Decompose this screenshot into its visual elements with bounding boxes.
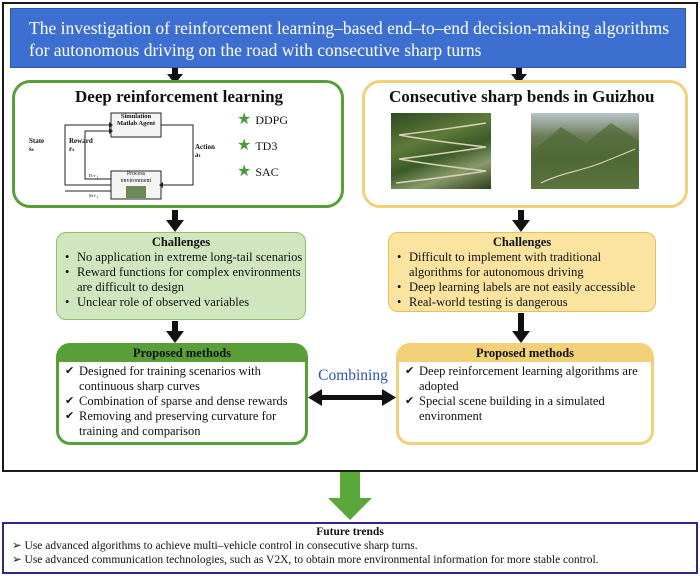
arrow-bullet-icon: ➢ bbox=[12, 540, 25, 552]
right-methods-heading: Proposed methods bbox=[398, 345, 652, 362]
right-challenge-item: Real-world testing is dangerous bbox=[397, 295, 655, 310]
right-methods-box: Proposed methods Deep reinforcement lear… bbox=[396, 343, 654, 445]
right-method-item: Deep reinforcement learning algorithms a… bbox=[405, 364, 651, 394]
winding-road-lines bbox=[395, 122, 487, 184]
algorithm-label: SAC bbox=[255, 165, 279, 179]
r-next-label: rₜ₊₁ bbox=[89, 172, 99, 179]
right-challenge-item: Difficult to implement with traditional … bbox=[397, 250, 655, 280]
left-challenge-item: Reward functions for complex environment… bbox=[65, 265, 305, 295]
left-challenge-item: No application in extreme long-tail scen… bbox=[65, 250, 305, 265]
state-label: State sₜ bbox=[29, 137, 44, 153]
left-method-item: Removing and preserving curvature for tr… bbox=[65, 409, 305, 439]
guizhou-panel-heading: Consecutive sharp bends in Guizhou bbox=[389, 87, 655, 106]
left-method-item: Combination of sparse and dense rewards bbox=[65, 394, 305, 409]
guizhou-panel: Consecutive sharp bends in Guizhou bbox=[362, 80, 688, 208]
algorithm-label: TD3 bbox=[255, 139, 278, 153]
action-label: Action aₜ bbox=[195, 143, 215, 159]
right-method-item: Special scene building in a simulated en… bbox=[405, 394, 651, 424]
action-subscript: aₜ bbox=[195, 151, 202, 159]
s-next-label: sₜ₊₁ bbox=[89, 192, 99, 199]
future-trend-text: Use advanced communication technologies,… bbox=[24, 554, 599, 566]
reward-text: Reward bbox=[69, 137, 93, 145]
state-text: State bbox=[29, 137, 45, 145]
future-trend-text: Use advanced algorithms to achieve multi… bbox=[24, 540, 418, 552]
left-methods-box: Proposed methods Designed for training s… bbox=[56, 343, 308, 445]
winding-road-photo bbox=[391, 113, 491, 189]
left-method-item: Designed for training scenarios with con… bbox=[65, 364, 305, 394]
algorithm-item: ★ DDPG bbox=[237, 109, 288, 135]
future-arrow bbox=[328, 472, 372, 520]
drl-panel-heading: Deep reinforcement learning bbox=[75, 87, 284, 106]
right-challenges-box: Challenges Difficult to implement with t… bbox=[388, 232, 656, 312]
environment-thumbnail bbox=[126, 186, 146, 198]
algorithm-list: ★ DDPG ★ TD3 ★ SAC bbox=[237, 109, 288, 187]
reward-label: Reward rₜ bbox=[69, 137, 93, 153]
algorithm-label: DDPG bbox=[255, 113, 289, 127]
rl-loop-diagram: Simulation Matlab Agent Process environm… bbox=[25, 107, 215, 203]
agent-box: Simulation Matlab Agent bbox=[116, 113, 156, 127]
future-trend-item: ➢ Use advanced algorithms to achieve mul… bbox=[12, 539, 688, 553]
arrow-bullet-icon: ➢ bbox=[12, 554, 25, 566]
star-icon: ★ bbox=[237, 111, 252, 128]
future-trend-item: ➢ Use advanced communication technologie… bbox=[12, 553, 688, 567]
left-methods-heading: Proposed methods bbox=[58, 345, 306, 362]
star-icon: ★ bbox=[237, 163, 252, 180]
mountain-road-lines bbox=[531, 123, 639, 189]
algorithm-item: ★ SAC bbox=[237, 161, 288, 187]
page-title: The investigation of reinforcement learn… bbox=[10, 8, 686, 68]
environment-label: Process environment bbox=[120, 171, 152, 184]
combining-label: Combining bbox=[318, 367, 388, 384]
rl-loop-lines bbox=[64, 112, 194, 200]
future-trends-heading: Future trends bbox=[316, 526, 384, 538]
left-challenge-item: Unclear role of observed variables bbox=[65, 295, 305, 310]
right-challenge-item: Deep learning labels are not easily acce… bbox=[397, 280, 655, 295]
drl-panel: Deep reinforcement learning Simulation M… bbox=[12, 80, 344, 208]
left-challenges-heading: Challenges bbox=[151, 235, 211, 249]
left-challenges-box: Challenges No application in extreme lon… bbox=[56, 232, 306, 320]
future-trends-box: Future trends ➢ Use advanced algorithms … bbox=[2, 522, 698, 574]
algorithm-item: ★ TD3 bbox=[237, 135, 288, 161]
mountain-road-photo bbox=[531, 113, 639, 189]
reward-subscript: rₜ bbox=[69, 145, 75, 153]
environment-box: Process environment bbox=[113, 171, 159, 198]
action-text: Action bbox=[195, 143, 215, 151]
right-challenges-heading: Challenges bbox=[492, 235, 552, 249]
state-subscript: sₜ bbox=[29, 145, 35, 153]
star-icon: ★ bbox=[237, 137, 252, 154]
